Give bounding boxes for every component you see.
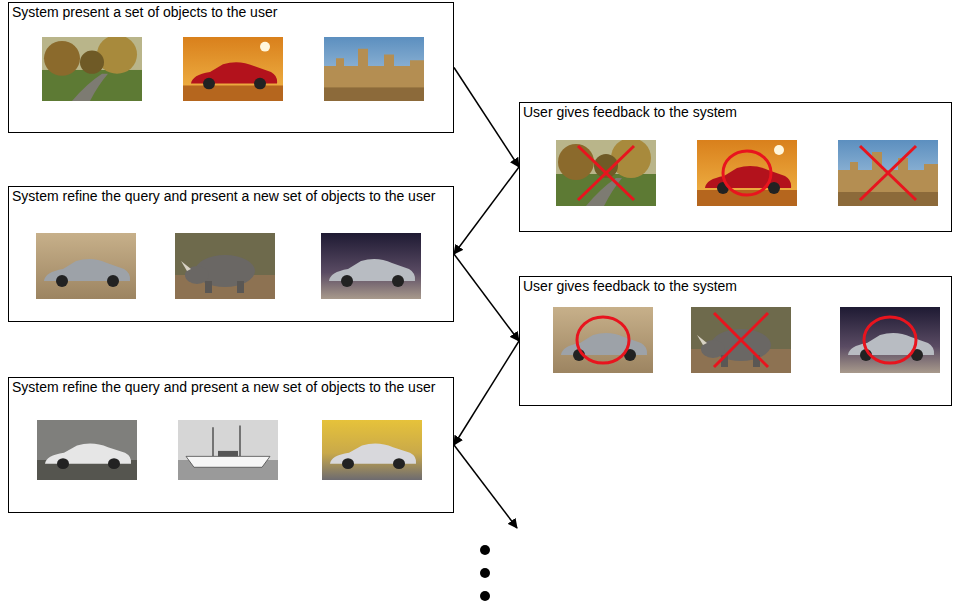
feedback-panel: User gives feedback to the system [519, 276, 952, 406]
feedback-panel: User gives feedback to the system [519, 102, 952, 232]
panel-heading: System refine the query and present a ne… [12, 188, 450, 204]
flow-arrow [454, 68, 519, 168]
panel-heading: User gives feedback to the system [523, 278, 948, 294]
panel-heading: System present a set of objects to the u… [12, 4, 450, 20]
result-panel: System refine the query and present a ne… [8, 377, 454, 513]
flow-arrow [454, 254, 519, 341]
result-panel: System present a set of objects to the u… [8, 2, 454, 133]
panel-heading: System refine the query and present a ne… [12, 379, 450, 395]
flow-arrow [454, 341, 519, 445]
flow-arrow [454, 167, 519, 254]
panel-heading: User gives feedback to the system [523, 104, 948, 120]
result-panel: System refine the query and present a ne… [8, 186, 454, 322]
